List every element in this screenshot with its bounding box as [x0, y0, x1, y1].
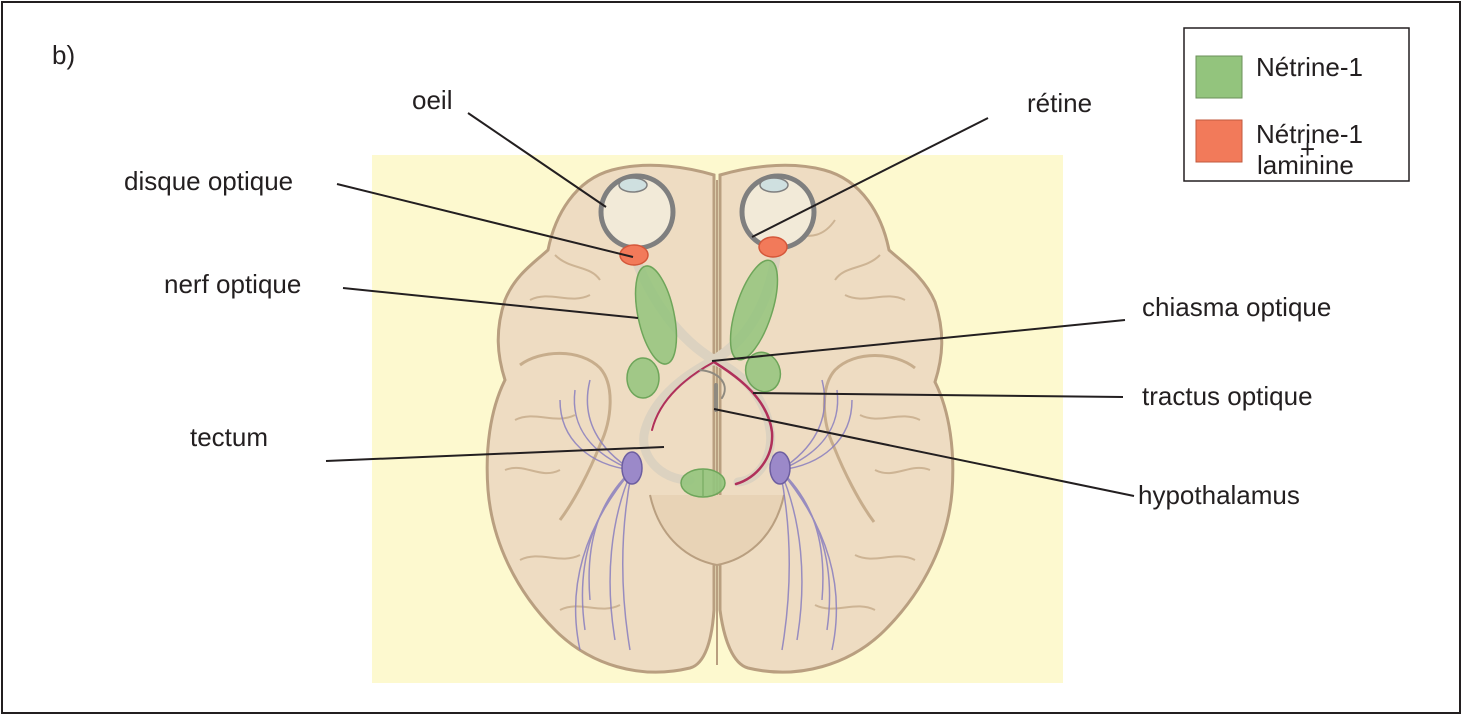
left-geniculate	[622, 452, 642, 484]
left-lens	[619, 178, 647, 192]
right-geniculate	[770, 452, 790, 484]
left-tract-marker	[627, 358, 659, 398]
brain-illustration	[487, 165, 953, 672]
legend-label-netrin: Nétrine-1	[1256, 52, 1363, 82]
legend-swatch-netrin	[1196, 56, 1242, 98]
legend: Nétrine-1 Nétrine-1 + laminine	[1184, 28, 1409, 181]
right-optic-disc-marker	[759, 237, 787, 257]
label-hypothalamus: hypothalamus	[1138, 480, 1300, 510]
label-tectum: tectum	[190, 422, 268, 452]
label-nerf-optique: nerf optique	[164, 269, 301, 299]
legend-swatch-netrin-laminin	[1196, 120, 1242, 162]
label-tractus-optique: tractus optique	[1142, 381, 1313, 411]
right-lens	[760, 178, 788, 192]
label-oeil: oeil	[412, 85, 452, 115]
label-disque-optique: disque optique	[124, 166, 293, 196]
label-chiasma-optique: chiasma optique	[1142, 292, 1331, 322]
label-retine: rétine	[1027, 88, 1092, 118]
legend-label-netrin-laminin-line2: laminine	[1257, 150, 1354, 180]
panel-label: b)	[52, 40, 75, 70]
